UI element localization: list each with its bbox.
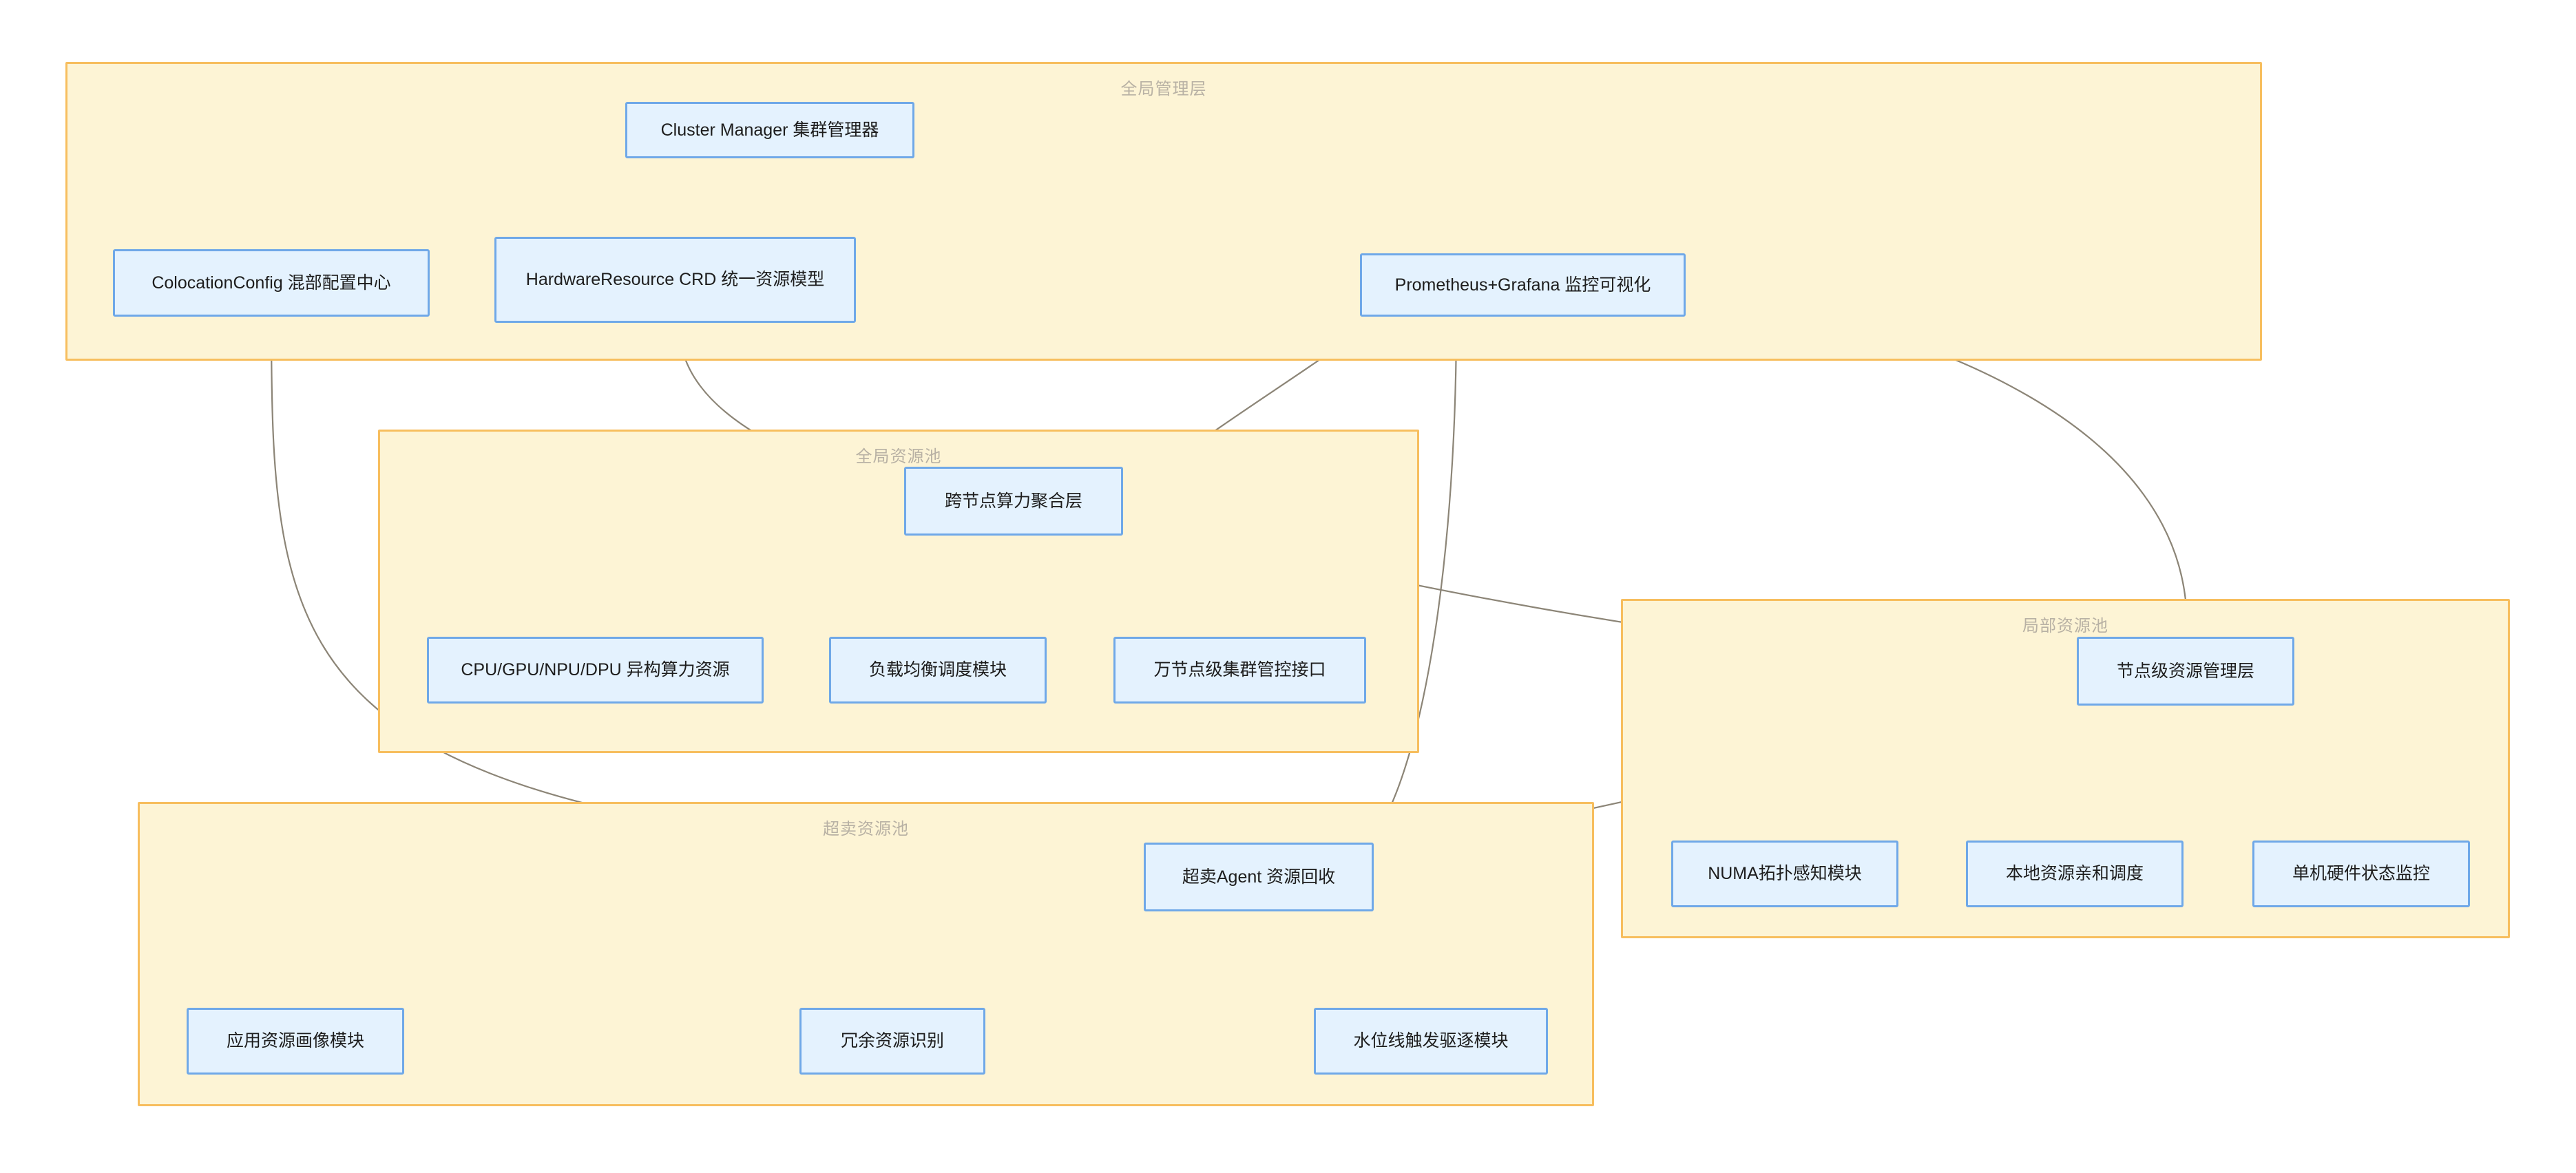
subgraph-global-management-layer: 全局管理层 [65, 62, 2262, 361]
node-label-numa-topology-module: NUMA拓扑感知模块 [1708, 864, 1862, 884]
node-node-resource-manager[interactable]: 节点级资源管理层 [2077, 637, 2294, 706]
node-label-oversell-agent: 超卖Agent 资源回收 [1182, 867, 1336, 887]
node-label-prometheus-grafana: Prometheus+Grafana 监控可视化 [1394, 275, 1651, 295]
node-label-cluster-manager: Cluster Manager 集群管理器 [660, 120, 879, 140]
node-cross-node-aggregation[interactable]: 跨节点算力聚合层 [904, 467, 1123, 536]
node-label-watermark-eviction: 水位线触发驱逐模块 [1353, 1031, 1509, 1051]
node-cluster-manager[interactable]: Cluster Manager 集群管理器 [625, 102, 914, 158]
node-redundant-resource-id[interactable]: 冗余资源识别 [799, 1008, 985, 1075]
node-label-load-balance-scheduler: 负载均衡调度模块 [868, 660, 1007, 680]
node-label-ten-thousand-node-api: 万节点级集群管控接口 [1153, 660, 1326, 680]
node-local-affinity-schedule[interactable]: 本地资源亲和调度 [1966, 841, 2184, 907]
node-load-balance-scheduler[interactable]: 负载均衡调度模块 [829, 637, 1047, 704]
subgraph-title-global-resource-pool: 全局资源池 [855, 447, 942, 466]
node-colocation-config[interactable]: ColocationConfig 混部配置中心 [113, 249, 430, 317]
subgraph-title-oversell-resource-pool: 超卖资源池 [823, 820, 909, 838]
node-label-heterogeneous-compute: CPU/GPU/NPU/DPU 异构算力资源 [461, 660, 730, 680]
node-label-hardware-status-monitor: 单机硬件状态监控 [2292, 864, 2430, 884]
node-hardware-status-monitor[interactable]: 单机硬件状态监控 [2252, 841, 2470, 907]
node-watermark-eviction[interactable]: 水位线触发驱逐模块 [1314, 1008, 1548, 1075]
node-label-app-resource-profile: 应用资源画像模块 [226, 1031, 364, 1051]
node-label-colocation-config: ColocationConfig 混部配置中心 [151, 273, 391, 293]
node-label-node-resource-manager: 节点级资源管理层 [2116, 661, 2254, 681]
subgraph-global-resource-pool: 全局资源池 [378, 430, 1419, 753]
node-hardware-resource-crd[interactable]: HardwareResource CRD 统一资源模型 [494, 237, 856, 323]
node-heterogeneous-compute[interactable]: CPU/GPU/NPU/DPU 异构算力资源 [427, 637, 764, 704]
subgraph-title-local-resource-pool: 局部资源池 [2022, 617, 2108, 635]
node-label-redundant-resource-id: 冗余资源识别 [840, 1031, 944, 1051]
node-numa-topology-module[interactable]: NUMA拓扑感知模块 [1671, 841, 1898, 907]
node-app-resource-profile[interactable]: 应用资源画像模块 [187, 1008, 404, 1075]
node-oversell-agent[interactable]: 超卖Agent 资源回收 [1144, 843, 1374, 911]
node-ten-thousand-node-api[interactable]: 万节点级集群管控接口 [1113, 637, 1366, 704]
subgraph-title-global-management-layer: 全局管理层 [1120, 80, 1207, 98]
node-label-cross-node-aggregation: 跨节点算力聚合层 [944, 491, 1082, 511]
node-label-hardware-resource-crd: HardwareResource CRD 统一资源模型 [525, 270, 825, 290]
node-prometheus-grafana[interactable]: Prometheus+Grafana 监控可视化 [1360, 253, 1686, 317]
node-label-local-affinity-schedule: 本地资源亲和调度 [2005, 864, 2144, 884]
